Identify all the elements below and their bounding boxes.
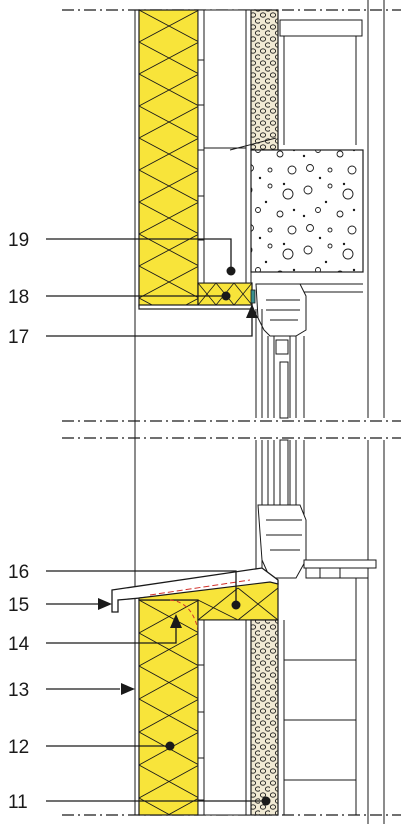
sill-insulation-hatch (197, 587, 279, 621)
callout-leaders (46, 238, 266, 802)
right-reference-lines (367, 0, 385, 824)
callout-arrow-13 (121, 683, 135, 695)
upper-porous-layer (250, 9, 279, 151)
upper-insulation (138, 9, 199, 307)
callout-arrow-17 (246, 304, 258, 318)
callout-labels: 19 18 17 16 15 14 13 12 11 (8, 230, 30, 813)
callout-arrow-14 (170, 614, 182, 628)
callout-dot-16 (231, 600, 241, 610)
callout-arrow-15 (98, 598, 112, 610)
callout-label-15: 15 (8, 595, 29, 616)
callout-label-13: 13 (8, 680, 29, 701)
callout-label-16: 16 (8, 562, 29, 583)
lower-inner-wall (277, 578, 357, 815)
callout-label-19: 19 (8, 230, 29, 251)
callout-label-18: 18 (8, 287, 29, 308)
callout-label-17: 17 (8, 327, 29, 348)
concrete-lintel (250, 149, 364, 273)
soffit-board (138, 304, 253, 310)
lower-masonry (197, 619, 252, 816)
callout-dot-19 (226, 266, 236, 276)
upper-window-frame (255, 283, 307, 419)
lower-window-frame (255, 439, 377, 580)
upper-masonry (197, 9, 252, 284)
shutter-box (229, 10, 363, 293)
callout-label-12: 12 (8, 737, 29, 758)
callout-markers (98, 266, 271, 806)
callout-dot-11 (261, 796, 271, 806)
callout-dot-18 (221, 291, 231, 301)
seal-strip (250, 289, 256, 304)
callout-label-14: 14 (8, 634, 30, 655)
lower-porous-layer (250, 619, 279, 816)
callout-label-11: 11 (8, 792, 28, 813)
lower-insulation (138, 599, 199, 816)
callout-dot-12 (165, 741, 175, 751)
